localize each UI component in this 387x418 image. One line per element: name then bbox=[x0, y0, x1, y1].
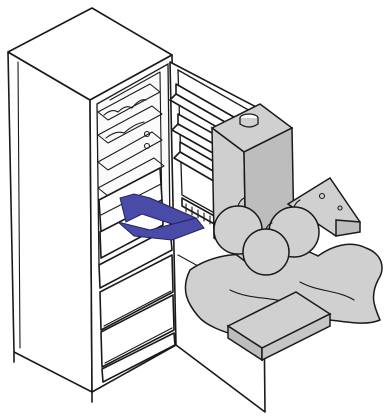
fridge-side-panel bbox=[8, 52, 92, 392]
apple-front bbox=[243, 229, 289, 275]
